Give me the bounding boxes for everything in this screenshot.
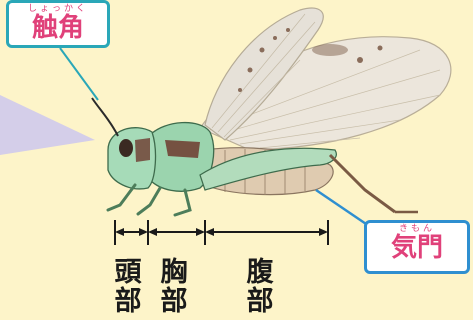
antenna <box>92 98 118 136</box>
abdomen-char-1: 腹 <box>244 258 276 287</box>
head-segment-label: 頭 部 <box>112 258 144 316</box>
antenna-label: しょっかく 触角 <box>6 0 110 48</box>
thorax-char-1: 胸 <box>158 258 190 287</box>
head-char-1: 頭 <box>112 258 144 287</box>
thorax-marking <box>165 140 200 158</box>
abdomen-segment-label: 腹 部 <box>244 258 276 316</box>
thorax-segment-label: 胸 部 <box>158 258 190 316</box>
head-stripe <box>135 138 150 162</box>
pointer-wedge <box>0 95 95 155</box>
head-char-2: 部 <box>112 287 144 316</box>
antenna-leader <box>60 48 98 100</box>
compound-eye <box>119 139 133 157</box>
abdomen-char-2: 部 <box>244 287 276 316</box>
thorax-char-2: 部 <box>158 287 190 316</box>
spiracle-leader <box>316 190 372 228</box>
hind-tibia <box>330 155 395 212</box>
spiracle-text: 気門 <box>367 234 467 262</box>
antenna-text: 触角 <box>9 14 107 42</box>
spiracle-label: きもん 気門 <box>364 220 470 274</box>
segment-arrows <box>115 220 328 245</box>
